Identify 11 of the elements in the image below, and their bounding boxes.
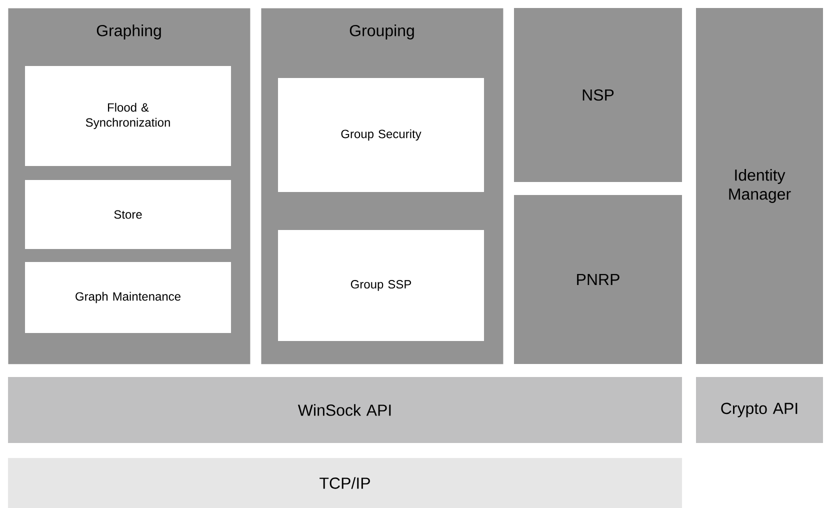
component-box: NSP <box>514 8 682 182</box>
module-box: Flood & Synchronization <box>25 66 231 166</box>
component-box: PNRP <box>514 195 682 364</box>
layer-bar: Crypto API <box>696 376 823 443</box>
module-box: Group Security <box>278 78 484 192</box>
layer-bar: TCP/IP <box>8 458 682 508</box>
module-box: Store <box>25 180 231 249</box>
module-box: Group SSP <box>278 230 484 341</box>
module-box: Graph Maintenance <box>25 262 231 333</box>
layer-bar: WinSock API <box>8 376 682 443</box>
component-box: Identity Manager <box>696 8 823 364</box>
